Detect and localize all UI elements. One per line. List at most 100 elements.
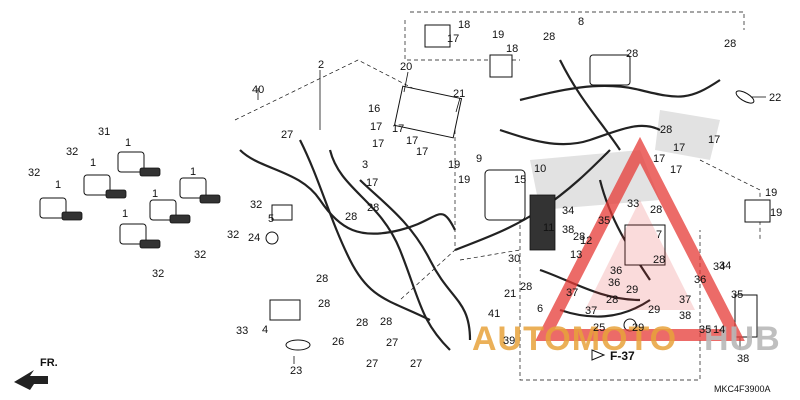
cover-16 [393,85,463,139]
callout: 28 [520,281,532,293]
callout: 32 [250,199,262,211]
callout: 32 [194,249,206,261]
coil-1e [149,199,191,224]
callout: 19 [458,174,470,186]
fuse-box [589,54,631,86]
callout: 34 [562,205,574,217]
callout: 32 [66,146,78,158]
callout: 17 [370,121,382,133]
callout: 32 [28,167,40,179]
ecu-block [529,194,556,251]
callout: 37 [679,294,691,306]
callout: 28 [345,211,357,223]
cover-15 [484,169,526,221]
callout: 3 [362,159,368,171]
callout: 16 [368,103,380,115]
connector-20 [744,199,771,223]
clamp-23 [735,90,755,104]
callout: 34 [719,260,731,272]
callout: 32 [227,229,239,241]
callout: 28 [724,38,736,50]
callout: 17 [673,142,685,154]
callout: 29 [632,322,644,334]
callout: 27 [410,358,422,370]
bracket-39 [734,294,758,338]
callout: 17 [372,138,384,150]
callout: 28 [650,204,662,216]
clamp-24 [285,339,311,351]
callout: 17 [447,33,459,45]
callout: 7 [656,229,662,241]
callout: 38 [737,353,749,365]
callout: 27 [386,337,398,349]
callout: 37 [585,305,597,317]
callout: 24 [248,232,260,244]
callout: 39 [503,335,515,347]
callout: 6 [537,303,543,315]
callout: 17 [670,164,682,176]
callout: 17 [653,153,665,165]
callout: 38 [562,224,574,236]
callout: 18 [458,19,470,31]
watermark-left: AUTOMOTO [472,320,677,358]
callout: 9 [476,153,482,165]
callout: 13 [570,249,582,261]
relay-19a [424,24,451,48]
callout: 1 [152,188,158,200]
callout: 17 [406,135,418,147]
callout: 28 [660,124,672,136]
watermark-right: HUB [704,320,781,358]
callout: 17 [416,146,428,158]
callout: 28 [318,298,330,310]
callout: 12 [580,235,592,247]
callout: 11 [543,222,554,234]
callout: 10 [534,163,546,175]
front-arrow-icon [14,370,48,390]
callout: 1 [55,179,61,191]
callout: 28 [626,48,638,60]
callout: 15 [514,174,526,186]
callout: 31 [98,126,110,138]
callout: 35 [598,215,610,227]
callout: 35 [731,289,743,301]
callout: 38 [679,310,691,322]
shaded-areas [530,110,720,210]
page-ref-arrow [591,349,606,361]
callout: 14 [713,324,725,336]
callout: 20 [400,61,412,73]
diagram-code: MKC4F3900A [714,384,771,394]
callout: 21 [453,88,465,100]
callout: 34 [713,261,725,273]
callout: 36 [610,265,622,277]
page-reference[interactable]: F-37 [610,349,635,363]
coil-1a [117,151,161,177]
grommet-25 [265,231,279,245]
callout-labels: 1 1 1 1 1 1 2 3 4 5 6 7 8 9 10 11 12 13 … [28,16,782,377]
callout: 17 [366,177,378,189]
callout: 36 [608,277,620,289]
callout: 29 [648,304,660,316]
callout: 19 [770,207,782,219]
callout: 36 [694,274,706,286]
callout: 1 [125,137,131,149]
watermark: AUTOMOTO HUB [472,136,781,358]
coil-1f [119,223,161,249]
callout: 22 [769,92,781,104]
callout: 28 [367,202,379,214]
callout: 25 [593,322,605,334]
callout: 23 [290,365,302,377]
callout: 4 [262,324,268,336]
callout: 28 [573,231,585,243]
callout: 21 [504,288,516,300]
callout: 33 [236,325,248,337]
callout: 17 [708,134,720,146]
callout: 28 [356,317,368,329]
front-label: FR. [40,357,58,369]
callout: 8 [578,16,584,28]
bracket-7 [624,224,666,266]
callout: 29 [626,284,638,296]
callout: 27 [366,358,378,370]
callout: 1 [190,166,196,178]
callout: 30 [508,253,520,265]
